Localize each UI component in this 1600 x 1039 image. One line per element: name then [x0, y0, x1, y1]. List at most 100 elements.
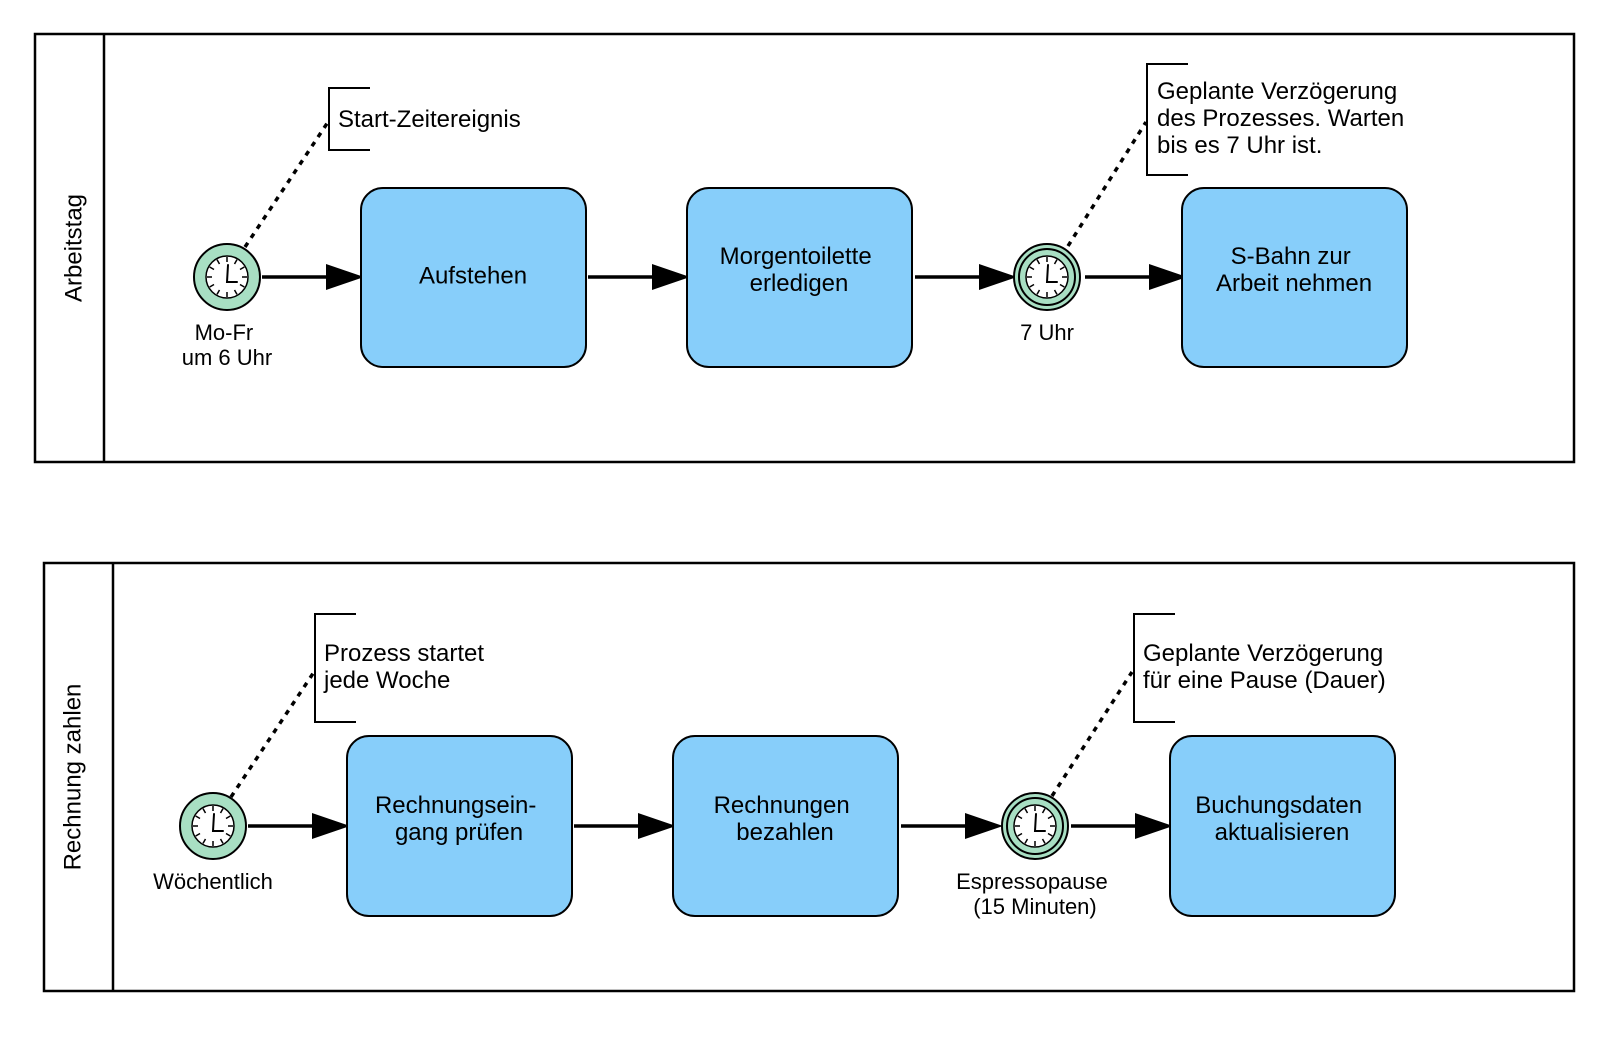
- text-annotation: Geplante Verzögerung für eine Pause (Dau…: [1133, 613, 1386, 723]
- clock-icon: [193, 243, 261, 311]
- annotation-bracket: [1146, 63, 1188, 176]
- clock-tick: [1047, 815, 1053, 820]
- clock-icon: [179, 792, 247, 860]
- annotation-text: Start-Zeitereignis: [338, 106, 521, 133]
- task-rechnungseingang-pruefen[interactable]: Rechnungsein- gang prüfen: [346, 735, 573, 917]
- clock-hands: [1033, 813, 1046, 832]
- task-label: Rechnungen bezahlen: [714, 792, 857, 846]
- clock-tick: [216, 289, 221, 295]
- task-label: Morgentoilette erledigen: [720, 243, 879, 297]
- clock-tick: [1029, 266, 1035, 271]
- timer-start-event[interactable]: [179, 792, 247, 860]
- task-buchungsdaten-aktualisieren[interactable]: Buchungsdaten aktualisieren: [1169, 735, 1396, 917]
- clock-tick: [202, 808, 207, 814]
- sequence-flow: [248, 813, 350, 839]
- text-annotation: Prozess startet jede Woche: [314, 613, 491, 723]
- clock-tick: [239, 266, 245, 271]
- clock-tick: [1059, 283, 1065, 288]
- sequence-flow: [262, 264, 364, 290]
- text-annotation: Geplante Verzögerung des Prozesses. Wart…: [1146, 63, 1411, 176]
- clock-icon: [1013, 243, 1081, 311]
- clock-tick: [202, 838, 207, 844]
- clock-icon: [1001, 792, 1069, 860]
- task-box: [686, 187, 913, 368]
- arrow-head-icon: [965, 813, 1003, 839]
- annotation-bracket: [314, 613, 356, 723]
- task-label: Buchungsdaten aktualisieren: [1195, 792, 1368, 846]
- arrow-head-icon: [1135, 813, 1173, 839]
- arrow-head-icon: [312, 813, 350, 839]
- annotation-text: Geplante Verzögerung des Prozesses. Wart…: [1157, 78, 1411, 159]
- task-aufstehen[interactable]: Aufstehen: [360, 187, 587, 368]
- association-line: [243, 121, 330, 248]
- event-inner-ring: [1006, 797, 1064, 855]
- clock-tick: [1041, 808, 1046, 814]
- task-box: [1181, 187, 1408, 368]
- clock-tick: [1053, 259, 1058, 265]
- task-morgentoilette[interactable]: Morgentoilette erledigen: [686, 187, 913, 368]
- task-rechnungen-bezahlen[interactable]: Rechnungen bezahlen: [672, 735, 899, 917]
- clock-tick: [209, 283, 215, 288]
- sequence-flow: [915, 264, 1017, 290]
- task-label: S-Bahn zur Arbeit nehmen: [1216, 243, 1372, 297]
- clock-tick: [1017, 832, 1023, 837]
- arrow-head-icon: [652, 264, 690, 290]
- task-label: Aufstehen: [419, 262, 527, 289]
- clock-tick: [1036, 259, 1041, 265]
- pool-rechnung-zahlen: Rechnung zahlen Prozess startet jede Woc…: [42, 561, 1576, 993]
- arrow-head-icon: [326, 264, 364, 290]
- clock-tick: [219, 808, 224, 814]
- pool-arbeitstag: Arbeitstag Start-Zeitereignis: [33, 32, 1576, 464]
- association-line: [1066, 121, 1148, 247]
- sequence-flow: [901, 813, 1003, 839]
- clock-tick: [195, 815, 201, 820]
- clock-tick: [216, 259, 221, 265]
- clock-tick: [233, 259, 238, 265]
- clock-hands: [225, 264, 238, 283]
- task-label: Rechnungsein- gang prüfen: [375, 792, 543, 846]
- clock-tick: [1024, 838, 1029, 844]
- pool-label: Rechnung zahlen: [59, 684, 86, 871]
- clock-tick: [209, 266, 215, 271]
- timer-start-event[interactable]: [193, 243, 261, 311]
- sequence-flow: [1085, 264, 1187, 290]
- clock-tick: [233, 289, 238, 295]
- task-box: [1169, 735, 1396, 917]
- clock-tick: [1036, 289, 1041, 295]
- association-line: [229, 671, 316, 798]
- clock-tick: [225, 815, 231, 820]
- event-label: 7 Uhr: [1020, 320, 1074, 345]
- annotation-bracket: [1133, 613, 1175, 723]
- clock-tick: [1047, 832, 1053, 837]
- clock-tick: [219, 838, 224, 844]
- clock-tick: [1053, 289, 1058, 295]
- event-label: Espressopause (15 Minuten): [956, 869, 1114, 919]
- clock-tick: [225, 832, 231, 837]
- clock-tick: [239, 283, 245, 288]
- text-annotation: Start-Zeitereignis: [328, 87, 521, 151]
- pool-label: Arbeitstag: [60, 194, 87, 302]
- task-s-bahn[interactable]: S-Bahn zur Arbeit nehmen: [1181, 187, 1408, 368]
- annotation-bracket: [328, 87, 370, 151]
- task-box: [672, 735, 899, 917]
- task-box: [346, 735, 573, 917]
- arrow-head-icon: [1149, 264, 1187, 290]
- timer-intermediate-event[interactable]: [1001, 792, 1069, 860]
- timer-intermediate-event[interactable]: [1013, 243, 1081, 311]
- sequence-flow: [1071, 813, 1173, 839]
- sequence-flow: [574, 813, 676, 839]
- clock-tick: [1017, 815, 1023, 820]
- event-label: Mo-Fr um 6 Uhr: [182, 320, 272, 370]
- clock-tick: [195, 832, 201, 837]
- clock-hands: [211, 813, 224, 832]
- annotation-text: Prozess startet jede Woche: [323, 640, 491, 694]
- arrow-head-icon: [979, 264, 1017, 290]
- clock-tick: [1059, 266, 1065, 271]
- event-label: Wöchentlich: [153, 869, 273, 894]
- task-box: [360, 187, 587, 368]
- event-inner-ring: [1018, 248, 1076, 306]
- association-line: [1050, 671, 1134, 797]
- clock-hands: [1045, 264, 1058, 283]
- clock-tick: [1029, 283, 1035, 288]
